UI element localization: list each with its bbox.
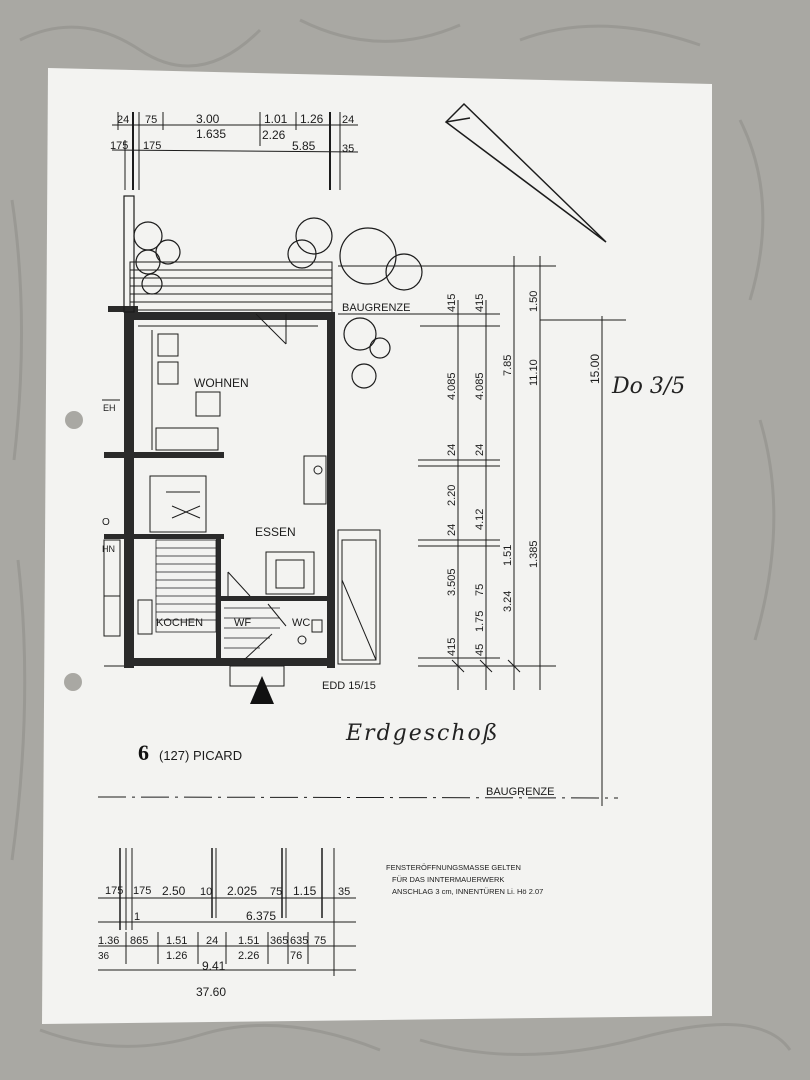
unit-name: (127) PICARD	[159, 748, 242, 763]
bottom-dim-r3-0: 1.36	[98, 935, 119, 947]
right-dim-c1-1: 4.085	[446, 372, 458, 400]
top-dim-r3-1: 175	[143, 140, 161, 152]
bottom-dim-r6-0: 37.60	[196, 985, 226, 999]
bottom-dim-r3-7: 75	[314, 935, 326, 947]
top-dim-r2-0: 1.635	[196, 127, 226, 141]
right-dim-c5-1: 11.10	[528, 359, 540, 386]
baugrenze-line	[97, 796, 619, 799]
bottom-dim-r1-7: 35	[338, 886, 350, 898]
top-dim-r1-0: 24	[117, 114, 129, 126]
bottom-dim-r4-0: 36	[98, 951, 110, 962]
right-dim-c2-1: 4.085	[474, 372, 486, 400]
right-dim-c2-3: 4.12	[474, 509, 486, 530]
right-dim-c2-2: 24	[474, 444, 486, 456]
right-dim-c1-3: 2.20	[446, 485, 458, 506]
bottom-dim-r3-3: 24	[206, 935, 218, 947]
carport	[337, 529, 381, 665]
right-dim-c1-2: 24	[446, 444, 458, 456]
right-dim-c1-4: 24	[446, 524, 458, 536]
right-dim-c1-0: 415	[446, 294, 458, 312]
paper-sheet	[42, 68, 712, 1024]
bottom-dim-r1-2: 2.50	[162, 884, 186, 898]
kitchen-hatch	[155, 539, 280, 649]
top-dimension-chains	[111, 112, 359, 190]
right-dim-c2-4: 75	[474, 584, 486, 596]
entrance-arrow-icon	[250, 676, 274, 704]
room-label-cut-2: O	[102, 517, 110, 528]
room-label-wc: WC	[292, 617, 310, 629]
bottom-dim-r4-2: 2.26	[238, 950, 259, 962]
bottom-dim-r3-5: 365	[270, 935, 288, 947]
room-label-wf: WF	[234, 617, 251, 629]
handwritten-page-ref: Do 3/5	[611, 374, 685, 399]
bottom-dim-r4-1: 1.26	[166, 950, 187, 962]
right-dim-c3-1: 3.24	[502, 591, 514, 612]
edd-label: EDD 15/15	[322, 680, 376, 692]
top-dim-r3-3: 35	[342, 143, 354, 155]
bottom-dim-r1-5: 75	[270, 886, 282, 898]
top-dim-r1-3: 1.01	[264, 112, 288, 126]
top-dim-r3-2: 5.85	[292, 139, 316, 153]
room-label-essen: ESSEN	[255, 525, 296, 539]
north-arrow-icon	[444, 102, 607, 243]
bottom-dim-r2-0: 1	[134, 911, 140, 923]
unit-number: 6	[138, 740, 149, 765]
bottom-dimension-labels: 175 175 2.50 10 2.025 75 1.15 35 1 6.375…	[98, 884, 350, 999]
bottom-dim-r3-1: 865	[130, 935, 148, 947]
top-dim-r1-5: 24	[342, 114, 354, 126]
right-dim-c1-6: 415	[446, 638, 458, 656]
punch-hole-bottom	[64, 673, 82, 691]
bottom-dim-r1-1: 175	[133, 885, 151, 897]
top-dim-r3-0: 175	[110, 140, 128, 152]
right-dim-c2-0: 415	[474, 294, 486, 312]
baugrenze-top-label: BAUGRENZE	[342, 302, 410, 314]
right-dim-c2-6: 45	[474, 644, 486, 656]
room-label-wohnen: WOHNEN	[194, 376, 249, 390]
right-dim-c4-0: 7.85	[502, 355, 514, 376]
baugrenze-bottom-label: BAUGRENZE	[486, 786, 554, 798]
top-dim-r1-4: 1.26	[300, 112, 324, 126]
top-dim-r1-2: 3.00	[196, 112, 220, 126]
bottom-dim-r4-3: 76	[290, 950, 302, 962]
top-dim-r2-1: 2.26	[262, 128, 286, 142]
bottom-dim-r5-0: 9.41	[202, 959, 226, 973]
bottom-dim-r1-6: 1.15	[293, 884, 317, 898]
walls	[104, 195, 335, 668]
punch-hole-top	[65, 411, 83, 429]
bottom-dim-r1-3: 10	[200, 886, 212, 898]
right-dim-c2-5: 1.75	[474, 611, 486, 632]
right-dim-c5-0: 1.50	[528, 291, 540, 312]
top-dim-r1-1: 75	[145, 114, 157, 126]
right-dimension-labels: 415 4.085 24 2.20 24 3.505 415 415 4.085…	[446, 291, 602, 656]
note-line-2: FÜR DAS INNTERMAUERWERK	[392, 875, 504, 884]
room-label-cut-1: EH	[103, 403, 116, 413]
handwritten-floor-name: Erdgeschoß	[345, 721, 499, 746]
right-dim-c1-5: 3.505	[446, 568, 458, 596]
room-label-cut-3: HN	[102, 544, 115, 554]
bottom-dim-r3-2: 1.51	[166, 935, 187, 947]
bottom-dim-r1-4: 2.025	[227, 884, 257, 898]
note-line-3: ANSCHLAG 3 cm, INNENTÜREN Li. Hö 2.07	[392, 887, 543, 896]
bottom-dim-r3-6: 635	[290, 935, 308, 947]
right-dimension-chains	[338, 256, 626, 806]
bottom-dim-r1-0: 175	[105, 885, 123, 897]
bottom-dim-r2-1: 6.375	[246, 909, 276, 923]
bottom-dim-r3-4: 1.51	[238, 935, 259, 947]
right-dim-c3-0: 1.51	[502, 545, 514, 566]
right-dim-c6-0: 15.00	[588, 354, 602, 384]
right-dim-c4-1: 1.385	[528, 540, 540, 568]
note-line-1: FENSTERÖFFNUNGSMASSE GELTEN	[386, 863, 521, 872]
room-label-kochen: KOCHEN	[156, 617, 203, 629]
bottom-dimension-chains	[98, 848, 356, 976]
